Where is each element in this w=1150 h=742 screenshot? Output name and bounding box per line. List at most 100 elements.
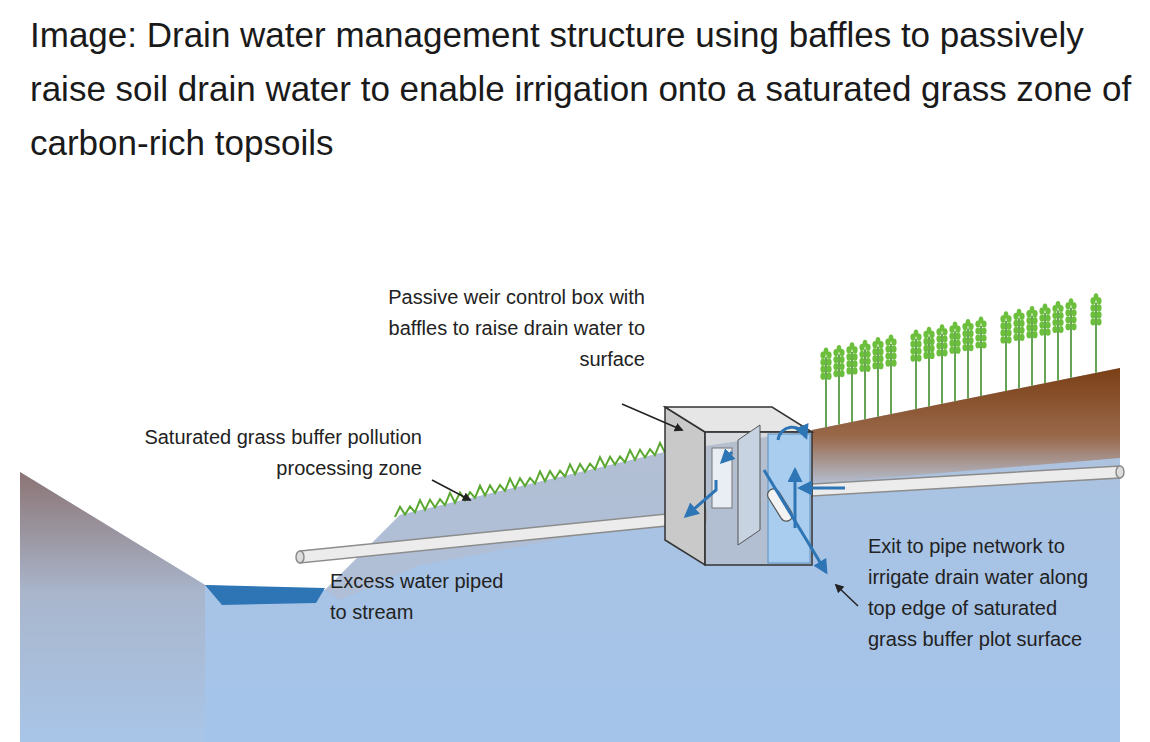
- wheat-grain: [1032, 317, 1037, 324]
- wheat-stalk: [877, 347, 879, 417]
- wheat-grain: [1058, 319, 1063, 326]
- wheat-grain: [852, 360, 857, 367]
- wheat-grain: [975, 327, 980, 334]
- wheat-grain: [929, 338, 934, 345]
- wheat-grain: [962, 337, 967, 344]
- wheat-grain: [929, 345, 934, 352]
- wheat-grain: [1026, 317, 1031, 324]
- wheat-grain: [1000, 336, 1005, 343]
- wheat-stalk: [825, 357, 827, 427]
- wheat-crop: [820, 293, 1101, 427]
- wheat-stalk: [941, 334, 943, 404]
- topsoil: [812, 368, 1120, 484]
- wheat-grain: [962, 344, 967, 351]
- wheat-stalk: [864, 349, 866, 419]
- wheat-grain: [846, 360, 851, 367]
- wheat-grain: [863, 340, 868, 347]
- wheat-grain: [1032, 324, 1037, 331]
- wheat-grain: [891, 359, 896, 366]
- wheat-grain: [929, 352, 934, 359]
- wheat-grain: [1043, 303, 1048, 310]
- wheat-grain: [1071, 309, 1076, 316]
- wheat-grain: [1090, 311, 1095, 318]
- wheat-grain: [1071, 323, 1076, 330]
- wheat-grain: [1013, 320, 1018, 327]
- wheat-grain: [1006, 329, 1011, 336]
- weir-control-box: [665, 407, 812, 565]
- wheat-grain: [820, 366, 825, 373]
- wheat-stalk: [1005, 321, 1007, 391]
- wheat-grain: [1039, 328, 1044, 335]
- wheat-grain: [1058, 312, 1063, 319]
- wheat-grain: [1026, 331, 1031, 338]
- wheat-grain: [942, 335, 947, 342]
- wheat-grain: [1032, 331, 1037, 338]
- wheat-grain: [1039, 314, 1044, 321]
- wheat-grain: [876, 337, 881, 344]
- wheat-grain: [833, 370, 838, 377]
- wheat-grain: [975, 334, 980, 341]
- wheat-grain: [1065, 316, 1070, 323]
- callout-label: Saturated grass buffer pollution process…: [140, 422, 422, 484]
- wheat-stalk: [1018, 318, 1020, 388]
- wheat-grain: [824, 348, 829, 355]
- wheat-grain: [936, 349, 941, 356]
- wheat-stalk: [851, 352, 853, 422]
- wheat-grain: [872, 362, 877, 369]
- wheat-grain: [962, 330, 967, 337]
- wheat-grain: [839, 356, 844, 363]
- wheat-grain: [955, 340, 960, 347]
- wheat-grain: [979, 316, 984, 323]
- wheat-grain: [1019, 334, 1024, 341]
- grass: [395, 443, 665, 517]
- wheat-grain: [968, 330, 973, 337]
- wheat-grain: [1045, 314, 1050, 321]
- wheat-stalk: [838, 355, 840, 425]
- wheat-grain: [949, 347, 954, 354]
- wheat-grain: [839, 370, 844, 377]
- wheat-grain: [846, 353, 851, 360]
- wheat-grain: [942, 342, 947, 349]
- wheat-stalk: [1044, 313, 1046, 383]
- wheat-grain: [1094, 293, 1099, 300]
- flow-arrow: [686, 427, 845, 572]
- wheat-grain: [1026, 324, 1031, 331]
- wheat-grain: [885, 352, 890, 359]
- wheat-grain: [910, 354, 915, 361]
- wheat-grain: [981, 341, 986, 348]
- wheat-grain: [1000, 329, 1005, 336]
- wheat-stalk: [1031, 316, 1033, 386]
- wheat-grain: [878, 348, 883, 355]
- wheat-grain: [968, 344, 973, 351]
- wheat-grain: [833, 356, 838, 363]
- wheat-grain: [914, 329, 919, 336]
- wheat-stalk: [1095, 303, 1097, 373]
- wheat-grain: [916, 340, 921, 347]
- wheat-grain: [1096, 304, 1101, 311]
- wheat-stalk: [954, 331, 956, 401]
- wheat-stalk: [1057, 310, 1059, 380]
- wheat-grain: [820, 359, 825, 366]
- wheat-grain: [1090, 304, 1095, 311]
- wheat-grain: [865, 365, 870, 372]
- wheat-grain: [1013, 334, 1018, 341]
- wheat-stalk: [967, 329, 969, 399]
- wheat-grain: [942, 349, 947, 356]
- wheat-grain: [885, 345, 890, 352]
- wheat-stalk: [1070, 308, 1072, 378]
- wheat-grain: [852, 353, 857, 360]
- wheat-grain: [1065, 323, 1070, 330]
- wheat-grain: [1071, 316, 1076, 323]
- wheat-grain: [1000, 322, 1005, 329]
- wheat-grain: [839, 363, 844, 370]
- wheat-grain: [1006, 336, 1011, 343]
- wheat-grain: [1052, 319, 1057, 326]
- callout-label: Excess water piped to stream: [330, 566, 510, 628]
- wheat-grain: [923, 345, 928, 352]
- wheat-grain: [936, 342, 941, 349]
- wheat-grain: [850, 342, 855, 349]
- wheat-grain: [953, 322, 958, 329]
- wheat-grain: [981, 334, 986, 341]
- wheat-grain: [923, 352, 928, 359]
- wheat-grain: [1058, 326, 1063, 333]
